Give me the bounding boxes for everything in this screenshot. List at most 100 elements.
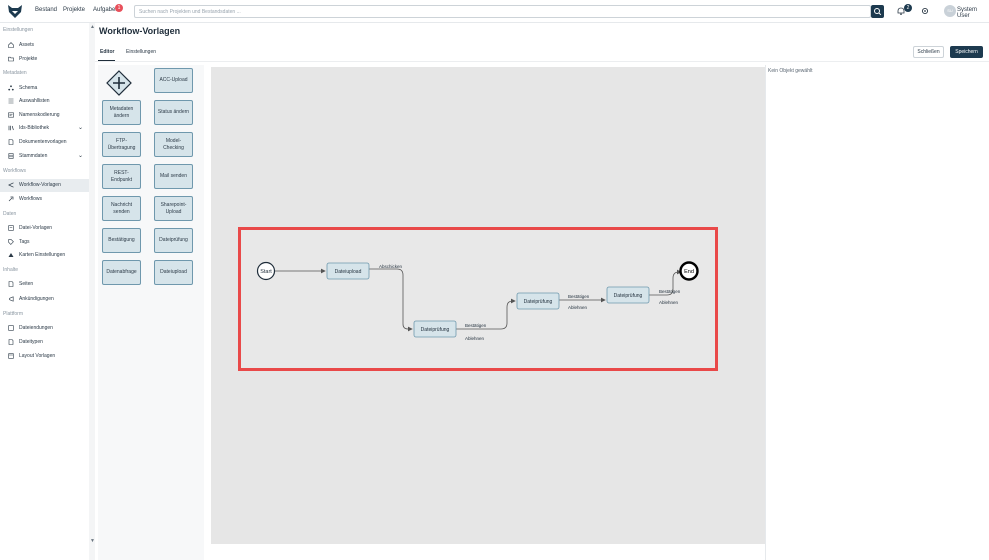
palette-item-nachricht-senden[interactable]: Nachricht senden (102, 196, 141, 221)
code-icon (8, 112, 14, 118)
file-template-icon (8, 225, 14, 231)
main-content: Workflow-Vorlagen Editor Einstellungen S… (95, 23, 989, 560)
palette-item-model-checking[interactable]: Model-Checking (154, 132, 193, 157)
file-ext-icon (8, 325, 14, 331)
sidebar-item-projekte[interactable]: Projekte (0, 53, 89, 66)
edge-label-ablehnen-1: Ablehnen (465, 336, 485, 341)
edge-label-ablehnen-2: Ablehnen (568, 305, 588, 310)
top-bar: Bestand Projekte Aufgaben 1 Suchen nach … (0, 0, 989, 23)
task-dateiupload-label: Dateiupload (335, 269, 362, 275)
sidebar-item-karten-einstellungen[interactable]: Karten Einstellungen (0, 249, 89, 262)
sidebar-section-inhalte: Inhalte (3, 267, 19, 273)
bell-icon[interactable] (896, 6, 906, 16)
sidebar-item-label: Projekte (19, 56, 38, 62)
sidebar-item-ids-bibliothek[interactable]: Ids-Bibliothek ⌄ (0, 122, 89, 135)
page-icon (8, 281, 14, 287)
nav-projekte[interactable]: Projekte (63, 7, 86, 13)
nav-aufgaben[interactable]: Aufgaben (93, 7, 119, 13)
fox-logo-icon[interactable] (8, 5, 22, 18)
nav-bestand[interactable]: Bestand (35, 7, 58, 13)
palette-item-bestaetigung[interactable]: Bestätigung (102, 228, 141, 253)
edge-check1-check2 (456, 298, 516, 330)
end-event (679, 261, 699, 281)
avatar[interactable]: SU (944, 5, 956, 17)
workflow-run-icon (8, 196, 14, 202)
sidebar: Einstellungen Assets Projekte Metadaten … (0, 23, 95, 560)
element-palette: ACC-Upload Metadaten ändern Status änder… (98, 65, 204, 560)
sidebar-item-auswahllisten[interactable]: Auswahllisten (0, 95, 89, 108)
document-icon (8, 139, 14, 145)
palette-item-metadaten-aendern[interactable]: Metadaten ändern (102, 100, 141, 125)
palette-item-dateipruefung[interactable]: Dateiprüfung (154, 228, 193, 253)
sidebar-item-label: Seiten (19, 281, 34, 287)
sidebar-item-label: Dateiendungen (19, 325, 53, 331)
sidebar-item-workflows[interactable]: Workflows (0, 193, 89, 206)
sidebar-item-layout-vorlagen[interactable]: Layout Vorlagen (0, 350, 89, 363)
task-dateipruefung-2-label: Dateiprüfung (524, 299, 553, 305)
gear-icon[interactable] (920, 6, 930, 16)
library-icon (8, 125, 14, 131)
palette-item-dateiupload[interactable]: Dateiupload (154, 260, 193, 285)
task-dateipruefung-3-label: Dateiprüfung (614, 293, 643, 299)
palette-gateway-add[interactable] (106, 70, 132, 96)
home-icon (8, 42, 14, 48)
sidebar-item-label: Dateitypen (19, 339, 43, 345)
sidebar-item-label: Tags (19, 239, 30, 245)
file-type-icon (8, 339, 14, 345)
sidebar-item-dokumentenvorlagen[interactable]: Dokumentenvorlagen (0, 136, 89, 149)
palette-item-acc-upload[interactable]: ACC-Upload (154, 68, 193, 93)
search-input[interactable]: Suchen nach Projekten und Bestandsdaten … (134, 5, 871, 18)
save-button[interactable]: Speichern (950, 46, 983, 58)
sidebar-item-datei-vorlagen[interactable]: Datei-Vorlagen (0, 222, 89, 235)
tab-editor[interactable]: Editor (100, 49, 115, 55)
palette-item-ftp-uebertragung[interactable]: FTP-Übertragung (102, 132, 141, 157)
scroll-up-icon[interactable]: ▲ (90, 24, 95, 30)
sidebar-item-label: Dokumentenvorlagen (19, 139, 67, 145)
sidebar-item-label: Namenskodierung (19, 112, 60, 118)
tag-icon (8, 239, 14, 245)
sidebar-item-workflow-vorlagen[interactable]: Workflow-Vorlagen (0, 179, 89, 192)
palette-item-rest-endpunkt[interactable]: REST-Endpunkt (102, 164, 141, 189)
sidebar-item-label: Schema (19, 85, 38, 91)
palette-item-datenabfrage[interactable]: Datenabfrage (102, 260, 141, 285)
sidebar-item-dateitypen[interactable]: Dateitypen (0, 336, 89, 349)
sidebar-item-seiten[interactable]: Seiten (0, 278, 89, 291)
palette-item-status-aendern[interactable]: Status ändern (154, 100, 193, 125)
sidebar-item-schema[interactable]: Schema (0, 82, 89, 95)
search-placeholder: Suchen nach Projekten und Bestandsdaten … (139, 9, 241, 15)
user-name[interactable]: System User (957, 7, 978, 19)
palette-item-mail-senden[interactable]: Mail senden (154, 164, 193, 189)
tab-einstellungen[interactable]: Einstellungen (126, 49, 157, 55)
sidebar-item-label: Karten Einstellungen (19, 252, 66, 258)
folder-icon (8, 56, 14, 62)
edge-label-bestaetigen-3: Bestätigen (659, 289, 681, 294)
search-button[interactable] (871, 5, 884, 18)
task-dateipruefung-3 (606, 286, 650, 304)
search-icon (874, 8, 882, 16)
scroll-down-icon[interactable]: ▼ (90, 538, 95, 544)
chevron-down-icon[interactable]: ⌄ (78, 125, 84, 131)
close-button[interactable]: Schließen (913, 46, 944, 58)
edge-label-bestaetigen-1: Bestätigen (465, 323, 487, 328)
edge-label-ablehnen-3: Ablehnen (659, 300, 679, 305)
sidebar-section-daten: Daten (3, 211, 17, 217)
workflow-diagram[interactable]: Start End Dateiupload Dateiprüfung Datei… (241, 230, 715, 368)
chevron-down-icon[interactable]: ⌄ (78, 153, 84, 159)
sidebar-item-label: Assets (19, 42, 35, 48)
sidebar-section-workflows: Workflows (3, 168, 26, 174)
sidebar-item-assets[interactable]: Assets (0, 39, 89, 52)
sidebar-item-stammdaten[interactable]: Stammdaten ⌄ (0, 150, 89, 163)
sidebar-item-namenskodierung[interactable]: Namenskodierung (0, 109, 89, 122)
sidebar-scrollbar[interactable]: ▲ ▼ (89, 23, 95, 560)
sidebar-section-einstellungen: Einstellungen (3, 27, 34, 33)
edge-check3-end (649, 269, 682, 296)
tasks-count-badge: 1 (115, 4, 123, 12)
sidebar-item-label: Ankündigungen (19, 296, 54, 302)
edge-label-abschicken: Abschicken (379, 264, 403, 269)
sidebar-item-tags[interactable]: Tags (0, 236, 89, 249)
start-event (256, 261, 276, 281)
database-icon (8, 153, 14, 159)
sidebar-item-ankuendigungen[interactable]: Ankündigungen (0, 293, 89, 306)
sidebar-item-dateiendungen[interactable]: Dateiendungen (0, 322, 89, 335)
palette-item-sharepoint-upload[interactable]: Sharepoint-Upload (154, 196, 193, 221)
